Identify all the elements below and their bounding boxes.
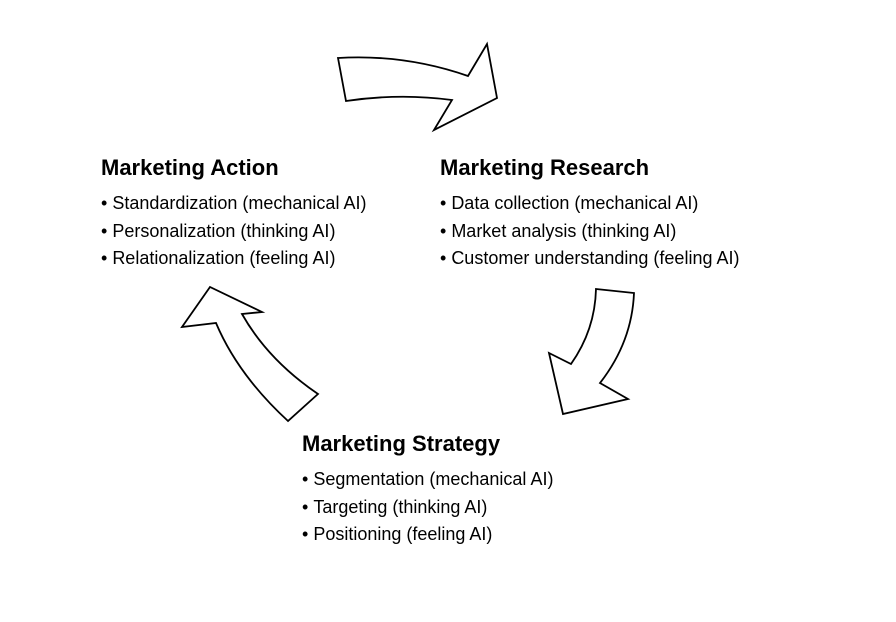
arrow-action-to-research [336,41,499,133]
stage-item-list: Segmentation (mechanical AI) Targeting (… [302,466,553,549]
stage-item: Targeting (thinking AI) [302,494,553,522]
stage-title: Marketing Strategy [302,431,501,456]
stage-item: Standardization (mechanical AI) [101,190,366,218]
stage-item-list: Standardization (mechanical AI) Personal… [101,190,366,273]
stage-marketing-strategy: Marketing Strategy Segmentation (mechani… [302,431,553,549]
stage-item: Personalization (thinking AI) [101,218,366,246]
stage-title: Marketing Research [440,155,650,180]
stage-title: Marketing Action [101,155,279,180]
arrow-strategy-to-action [180,285,320,423]
stage-item: Relationalization (feeling AI) [101,245,366,273]
stage-item: Positioning (feeling AI) [302,521,553,549]
stage-item: Segmentation (mechanical AI) [302,466,553,494]
stage-item: Market analysis (thinking AI) [440,218,739,246]
arrow-research-to-strategy [547,288,635,416]
stage-item: Customer understanding (feeling AI) [440,245,739,273]
stage-item-list: Data collection (mechanical AI) Market a… [440,190,739,273]
stage-marketing-research: Marketing Research Data collection (mech… [440,155,739,273]
stage-item: Data collection (mechanical AI) [440,190,739,218]
stage-marketing-action: Marketing Action Standardization (mechan… [101,155,366,273]
